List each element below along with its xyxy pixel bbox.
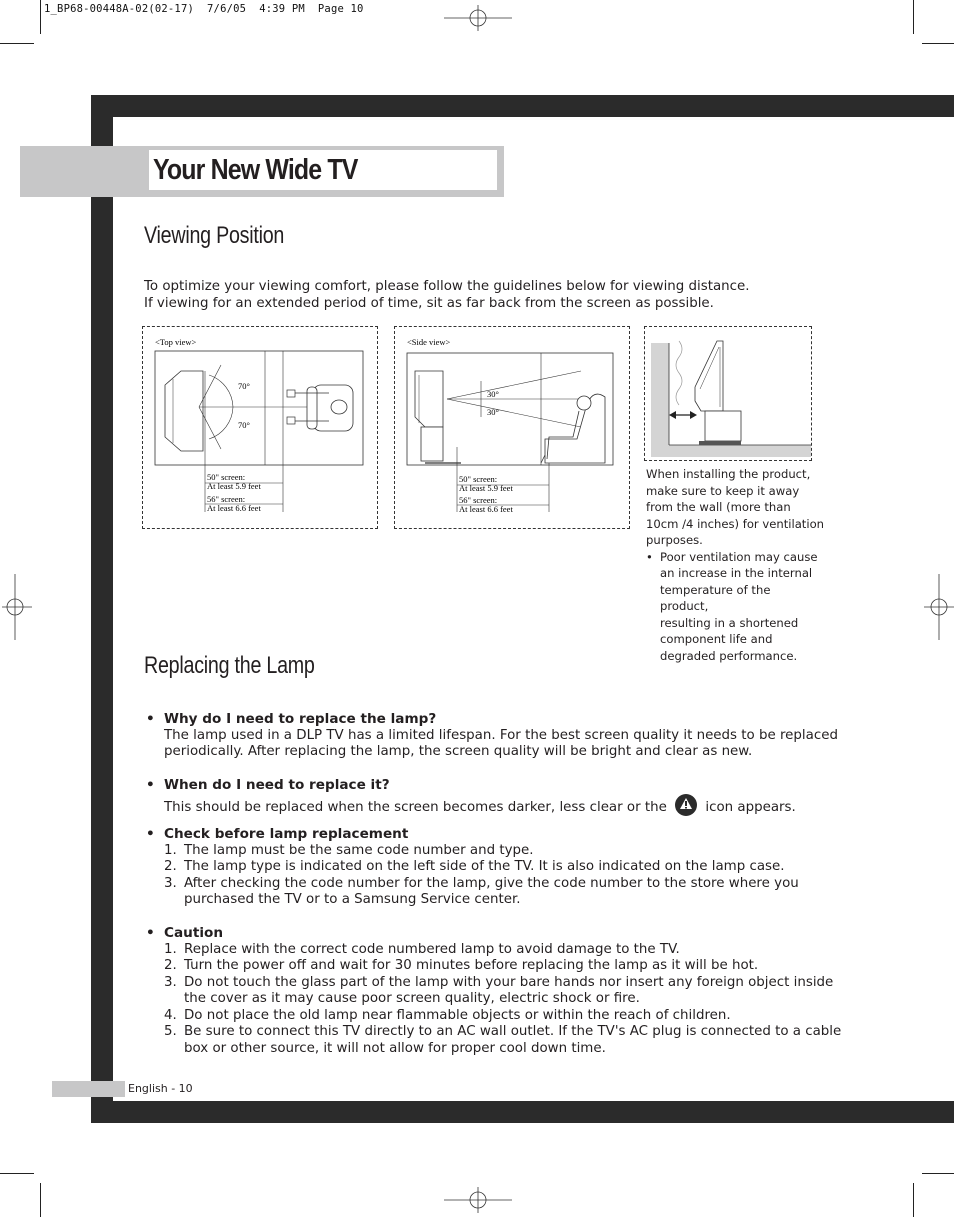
list-item: 3.Do not touch the glass part of the lam… [164,974,834,1007]
note-bullet-line: Poor ventilation may cause [660,549,818,564]
note-bullet-line: temperature of the product, [660,582,771,614]
list-item: 2.The lamp type is indicated on the left… [164,859,785,874]
list-item: 4.Do not place the old lamp near flammab… [164,1007,731,1023]
top-view-50-label: 50" screen: [207,472,245,482]
side-view-56-label: 56" screen: [459,495,497,505]
note-line: from the wall (more than [646,500,791,514]
top-view-56-label: 56" screen: [207,494,245,504]
side-view-angle-upper: 30° [487,389,499,399]
top-view-angle-upper: 70° [238,381,250,391]
lamp-when-title: When do I need to replace it? [164,777,390,793]
lamp-check-section: • Check before lamp replacement 1.The lam… [146,826,799,909]
list-item: 5.Be sure to connect this TV directly to… [164,1024,842,1056]
title-box [149,150,497,190]
bullet-dot: • [646,549,653,564]
page-frame-top [91,95,954,117]
registration-mark-top [444,5,512,31]
page-title: Your New Wide TV [153,154,358,186]
lamp-why-section: • Why do I need to replace the lamp? The … [146,711,838,761]
top-view-diagram: <Top view> 70° 70° 50" screen: At least … [142,326,378,529]
lamp-why-line: The lamp used in a DLP TV has a limited … [164,727,838,743]
wall-clearance-diagram [644,326,812,461]
side-view-angle-lower: 30° [487,407,499,417]
note-line: purposes. [646,533,703,547]
registration-mark-left [2,574,32,640]
lamp-when-text-after: icon appears. [705,799,796,815]
note-line: 10cm /4 inches) for ventilation [646,516,825,531]
lamp-when-section: • When do I need to replace it? This shou… [146,777,796,816]
bullet-dot: • [146,711,155,727]
lamp-when-line: This should be replaced when the screen … [146,793,796,817]
lamp-caution-title: Caution [164,925,224,941]
wall-clearance-note: When installing the product, make sure t… [646,466,825,665]
list-item: 3.After checking the code number for the… [164,875,799,908]
bullet-dot: • [146,777,155,793]
print-header: 1_BP68-00448A-02(02-17) 7/6/05 4:39 PM P… [44,3,364,15]
side-view-caption: <Side view> [407,337,451,347]
lamp-why-title: Why do I need to replace the lamp? [164,711,437,727]
top-view-50-dist: At least 5.9 feet [207,481,261,491]
side-view-56-dist: At least 6.6 feet [459,504,513,514]
note-line: When installing the product, [646,467,811,481]
viewing-intro-line2: If viewing for an extended period of tim… [144,296,714,311]
page-number: English - 10 [128,1082,193,1095]
lamp-warning-icon [675,793,698,816]
page-frame-left [91,95,113,1123]
note-line: make sure to keep it away [646,483,800,498]
side-view-50-label: 50" screen: [459,474,497,484]
registration-mark-right [924,574,954,640]
top-view-56-dist: At least 6.6 feet [207,503,261,513]
lamp-check-title: Check before lamp replacement [164,826,409,842]
list-item: 2.Turn the power off and wait for 30 min… [164,958,759,973]
registration-mark-bottom [444,1187,512,1213]
top-view-angle-lower: 70° [238,420,250,430]
bullet-dot: • [146,826,155,842]
viewing-position-heading: Viewing Position [144,222,285,249]
note-bullet-line: degraded performance. [660,648,798,663]
note-bullet-line: an increase in the internal [660,566,813,580]
lamp-caution-section: • Caution 1.Replace with the correct code… [146,925,841,1057]
lamp-why-line: periodically. After replacing the lamp, … [164,744,753,759]
side-view-50-dist: At least 5.9 feet [459,483,513,493]
top-view-caption: <Top view> [155,337,197,347]
list-item: 1.The lamp must be the same code number … [164,842,534,858]
viewing-intro-line1: To optimize your viewing comfort, please… [144,279,750,294]
bullet-dot: • [146,925,155,941]
note-bullet: • Poor ventilation may cause an increase… [646,549,821,665]
replacing-lamp-heading: Replacing the Lamp [144,652,315,679]
page-frame-bottom [91,1101,954,1123]
lamp-when-text-before: This should be replaced when the screen … [164,799,667,815]
note-bullet-line: resulting in a shortened [660,615,799,630]
note-bullet-line: component life and [660,632,773,646]
list-item: 1.Replace with the correct code numbered… [164,941,680,957]
footer-bar [52,1081,125,1097]
side-view-diagram: <Side view> 30° 30° 50" screen: At least… [394,326,630,529]
